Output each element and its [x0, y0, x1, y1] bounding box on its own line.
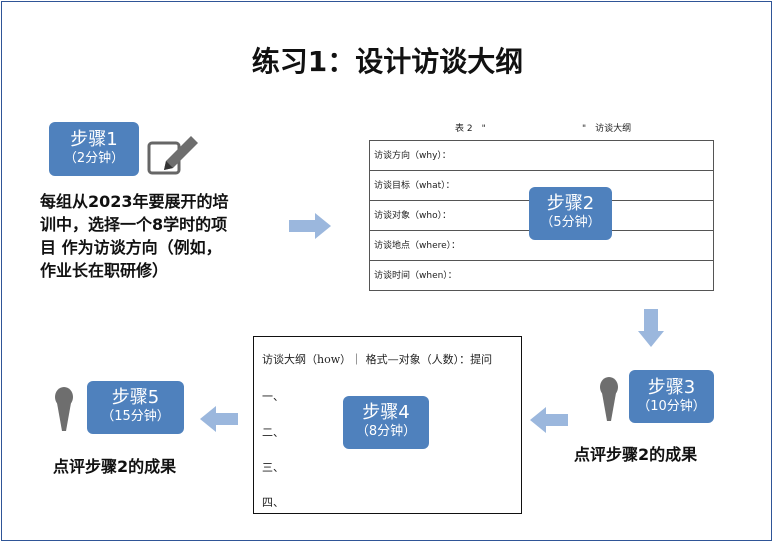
step1-label: 步骤1	[70, 129, 118, 150]
step3-label: 步骤3	[647, 377, 696, 398]
step4-box: 步骤4 （8分钟）	[343, 396, 429, 449]
step4-time: （8分钟）	[355, 424, 417, 439]
table-row: 访谈地点（where）：	[370, 231, 713, 261]
table-caption-left: 表 2 "	[455, 124, 486, 134]
step1-description-line: 训中，选择一个8学时的项	[40, 215, 228, 234]
table-row: 访谈方向（why）：	[370, 141, 713, 171]
arrow-left-icon	[200, 406, 238, 432]
step3-time: （10分钟）	[637, 399, 706, 414]
outline-item: 三、	[262, 461, 284, 474]
step5-label: 步骤5	[111, 387, 160, 408]
slide-title: 练习1：设计访谈大纲	[251, 45, 524, 78]
step1-description-line: 作业长在职研修）	[40, 261, 169, 280]
outline-item: 二、	[262, 426, 284, 439]
outline-item: 四、	[262, 496, 284, 509]
microphone-icon	[600, 377, 618, 421]
arrow-left-icon	[530, 407, 568, 433]
step4-label: 步骤4	[362, 402, 410, 423]
pencil-edit-icon	[147, 136, 198, 175]
arrow-down-icon	[638, 309, 664, 347]
table-caption-right: " 访谈大纲	[582, 124, 632, 134]
outline-item: 一、	[262, 390, 284, 403]
step1-description: 每组从2023年要展开的培 训中，选择一个8学时的项 目 作为访谈方向（例如， …	[40, 190, 280, 282]
microphone-icon	[55, 387, 73, 431]
step2-label: 步骤2	[546, 193, 595, 214]
step2-box: 步骤2 （5分钟）	[529, 187, 612, 240]
outline-header: 访谈大纲（how）｜ 格式—对象（人数）：提问	[262, 353, 493, 366]
step1-box: 步骤1 （2分钟）	[49, 122, 139, 176]
table-row: 访谈时间（when）：	[374, 271, 457, 281]
step1-description-line: 目 作为访谈方向（例如，	[40, 238, 222, 257]
step1-description-line: 每组从2023年要展开的培	[40, 192, 229, 211]
step2-time: （5分钟）	[540, 215, 601, 230]
step5-time: （15分钟）	[101, 409, 170, 424]
step1-time: （2分钟）	[63, 151, 125, 166]
step3-box: 步骤3 （10分钟）	[629, 370, 714, 423]
arrow-right-icon	[289, 213, 331, 239]
step3-description: 点评步骤2的成果	[574, 445, 698, 464]
step5-box: 步骤5 （15分钟）	[87, 381, 184, 434]
step5-description: 点评步骤2的成果	[53, 457, 177, 476]
